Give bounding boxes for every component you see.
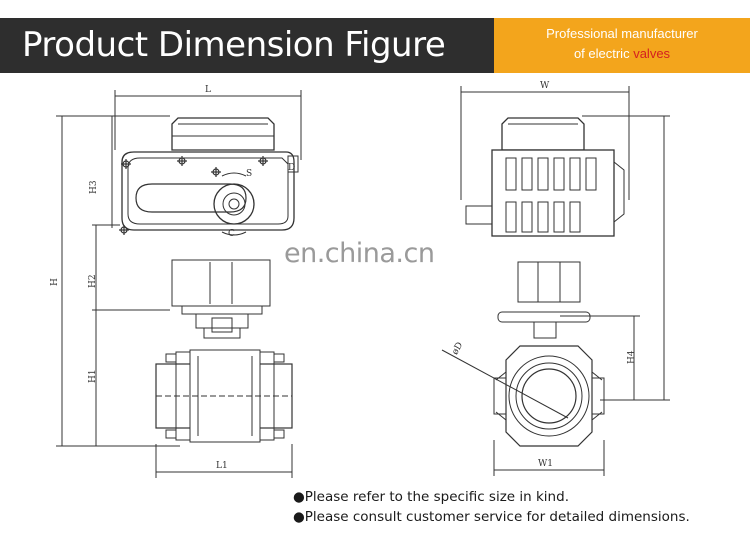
watermark: en.china.cn [284, 238, 435, 269]
dim-label-H1: H1 [88, 369, 98, 383]
dim-label-W: W [540, 81, 550, 91]
page-title: Product Dimension Figure [22, 25, 446, 65]
dim-label-L1: L1 [216, 461, 228, 471]
dimension-drawing: L H H3 H2 H1 L1 S C D W W1 H4 øD [50, 81, 670, 478]
dim-label-H: H [50, 278, 60, 286]
dim-label-S: S [246, 169, 252, 179]
dim-label-C: C [228, 229, 235, 239]
tagline-line-2: of electric valves [494, 46, 750, 62]
note-item-2: ●Please consult customer service for det… [293, 509, 690, 525]
tagline-line-1: Professional manufacturer [546, 26, 698, 41]
tagline-accent: valves [633, 46, 671, 61]
tagline-box: Professional manufacturer of electric va… [494, 18, 750, 73]
dim-label-H2: H2 [88, 274, 98, 288]
header-banner: Product Dimension Figure Professional ma… [0, 18, 750, 73]
tagline-prefix: of electric [573, 46, 630, 61]
dim-label-phiD: øD [450, 341, 465, 357]
notes-list: ●Please refer to the specific size in ki… [293, 487, 690, 527]
dim-label-L: L [205, 85, 211, 95]
dim-label-D: D [288, 163, 295, 173]
dim-label-H4: H4 [627, 350, 637, 364]
dim-label-H3: H3 [89, 180, 99, 194]
dim-label-W1: W1 [538, 459, 553, 469]
note-item-1: ●Please refer to the specific size in ki… [293, 489, 569, 505]
